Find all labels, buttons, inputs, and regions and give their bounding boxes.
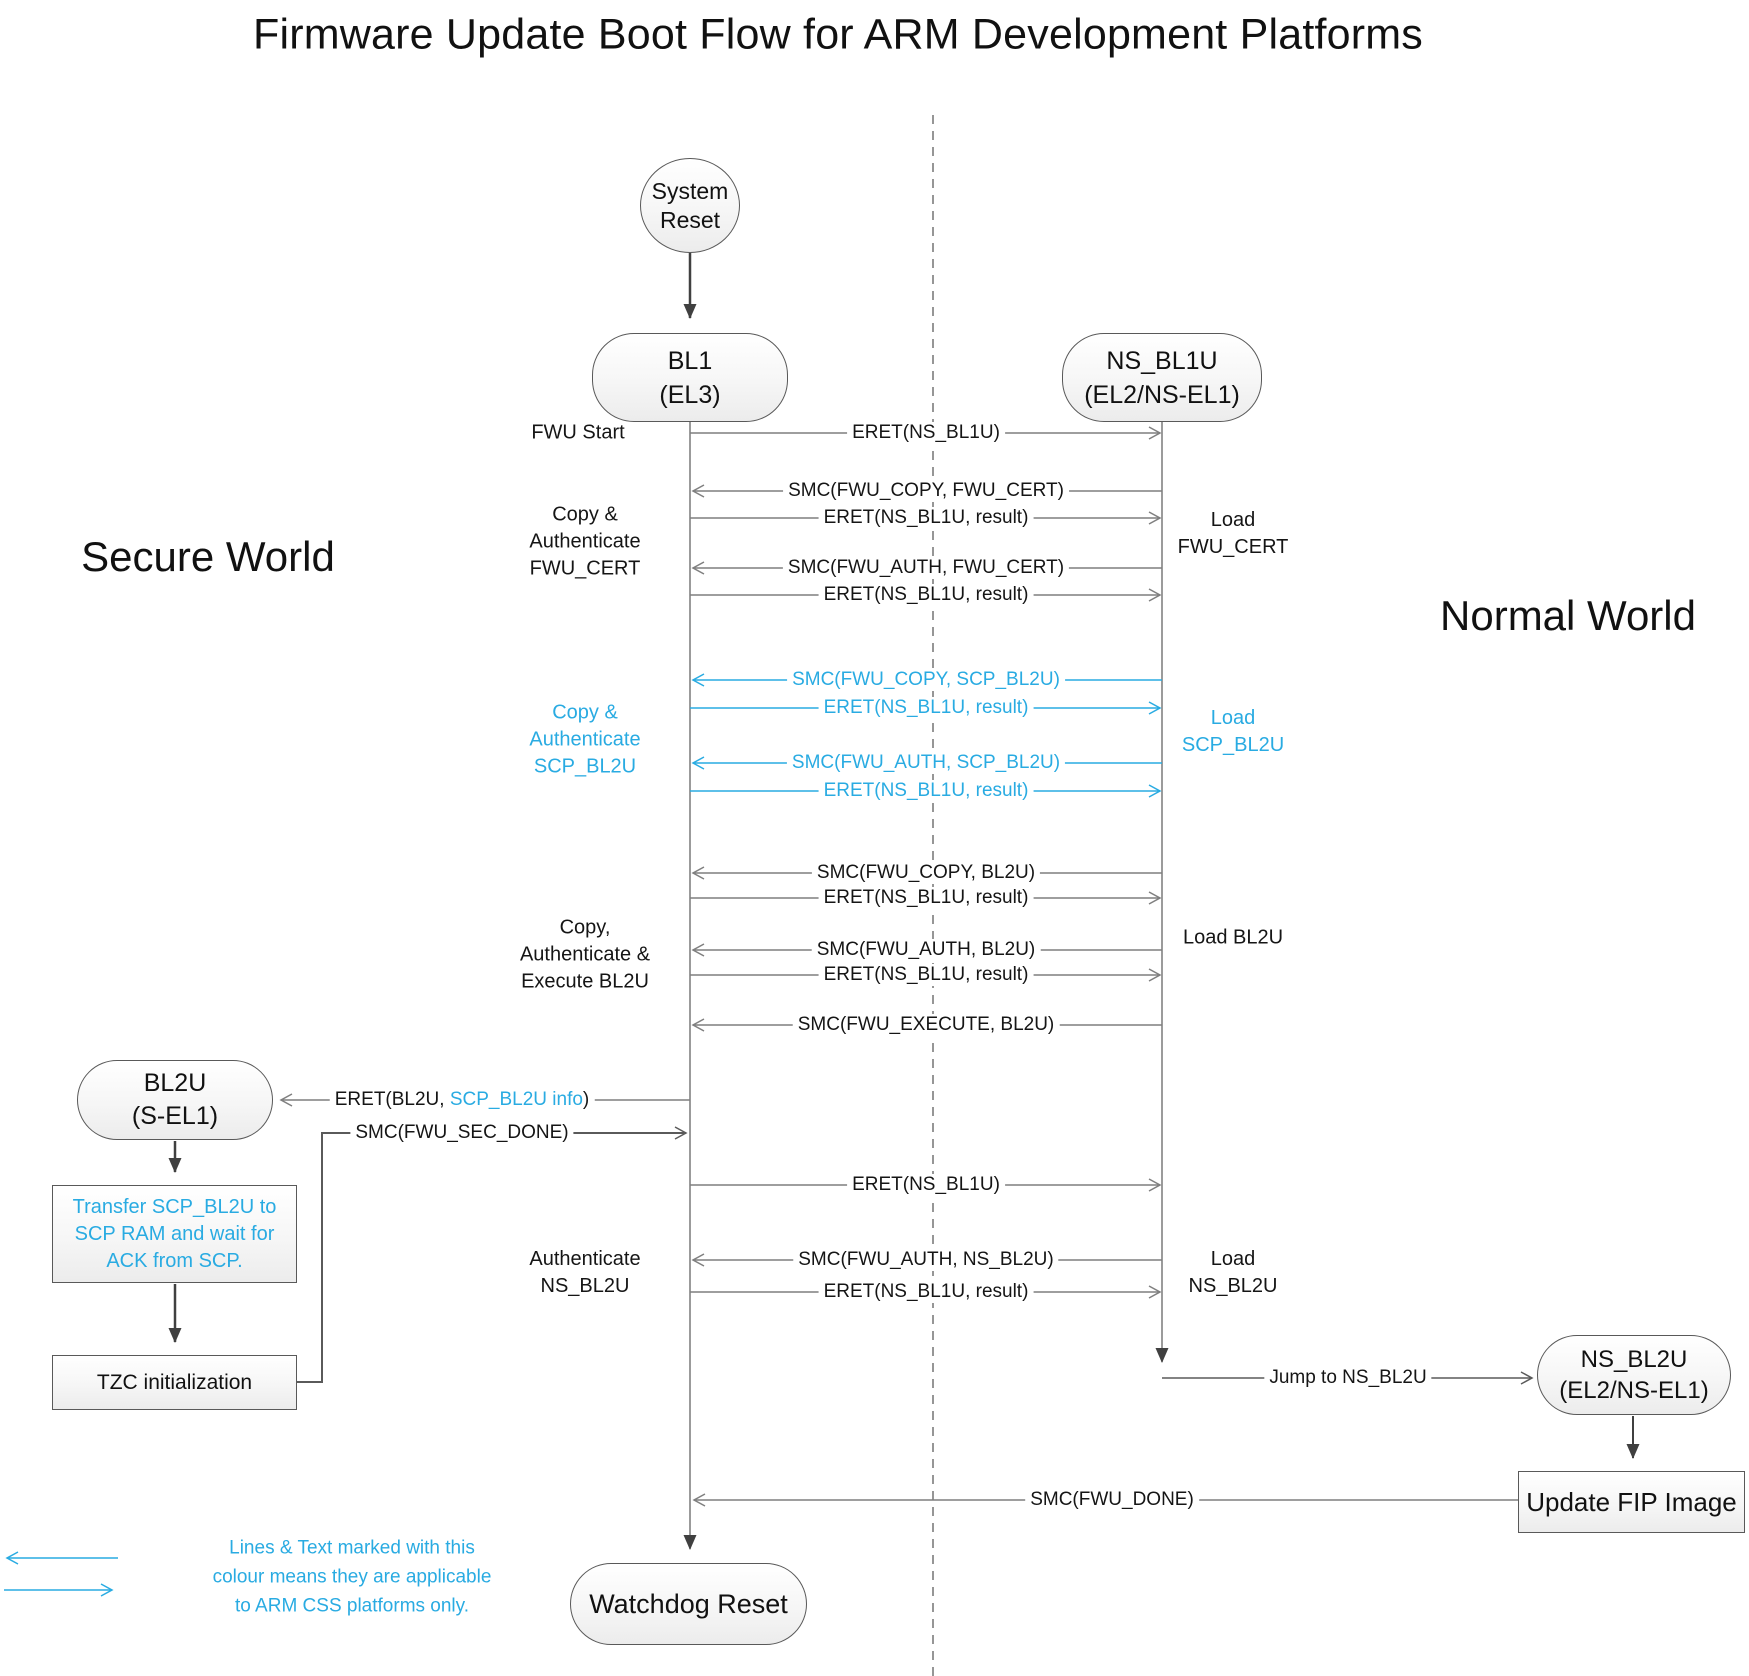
- label-load-ns-bl2u: Load NS_BL2U: [1189, 1246, 1278, 1300]
- node-tzc-initialization: TZC initialization: [52, 1355, 297, 1410]
- load-ns-bl2u-line2: NS_BL2U: [1188, 1275, 1278, 1297]
- transfer-scp-line1: Transfer SCP_BL2U to: [72, 1195, 277, 1218]
- bl1-line2: (EL3): [659, 380, 721, 409]
- bl2u-line2: (S-EL1): [131, 1102, 219, 1130]
- node-bl2u: BL2U (S-EL1): [77, 1060, 273, 1140]
- node-update-fip-image: Update FIP Image: [1518, 1471, 1745, 1533]
- secure-world-line1: Secure: [81, 533, 215, 580]
- msg-eret-result-6: ERET(NS_BL1U, result): [818, 964, 1034, 986]
- legend-line3: to ARM CSS platforms only.: [234, 1595, 470, 1617]
- load-scp-bl2u-line1: Load: [1210, 707, 1256, 729]
- label-copy-auth-fwu-cert: Copy & Authenticate FWU_CERT: [529, 502, 640, 583]
- msg-eret-result-4: ERET(NS_BL1U, result): [818, 780, 1034, 802]
- tzc-label: TZC initialization: [96, 1370, 253, 1394]
- bl1-line1: BL1: [667, 346, 713, 375]
- node-ns-bl1u: NS_BL1U (EL2/NS-EL1): [1062, 333, 1262, 422]
- ns-bl1u-line2: (EL2/NS-EL1): [1084, 380, 1240, 409]
- transfer-scp-line2: SCP RAM and wait for: [74, 1222, 275, 1245]
- eret-bl2u-suffix: ): [582, 1089, 590, 1110]
- eret-bl2u-highlight: SCP_BL2U info: [449, 1089, 583, 1110]
- lifelines: [683, 422, 1169, 1550]
- label-authenticate-ns-bl2u: Authenticate NS_BL2U: [529, 1246, 640, 1300]
- watchdog-label: Watchdog Reset: [589, 1588, 788, 1619]
- css-platforms-legend: Lines & Text marked with this colour mea…: [213, 1534, 492, 1621]
- legend-line2: colour means they are applicable: [212, 1566, 492, 1588]
- label-load-scp-bl2u: Load SCP_BL2U: [1182, 705, 1284, 759]
- transfer-scp-line3: ACK from SCP.: [106, 1249, 243, 1272]
- node-ns-bl2u: NS_BL2U (EL2/NS-EL1): [1537, 1335, 1731, 1415]
- system-reset-line2: Reset: [659, 206, 721, 233]
- copy-auth-scp-bl2u-line2: Authenticate: [529, 728, 641, 751]
- copy-auth-fwu-cert-line1: Copy &: [552, 503, 618, 526]
- load-fwu-cert-line2: FWU_CERT: [1177, 536, 1289, 558]
- msg-eret-result-3: ERET(NS_BL1U, result): [818, 697, 1034, 719]
- load-scp-bl2u-line2: SCP_BL2U: [1181, 734, 1285, 756]
- normal-world-label: Normal World: [1440, 592, 1696, 640]
- load-fwu-cert-line1: Load: [1210, 509, 1256, 531]
- secure-world-line2: World: [225, 533, 335, 580]
- normal-world-line1: Normal: [1440, 592, 1576, 639]
- msg-eret-ns-bl1u: ERET(NS_BL1U): [847, 422, 1005, 444]
- auth-ns-bl2u-line2: NS_BL2U: [540, 1275, 630, 1297]
- copy-auth-exec-bl2u-line3: Execute BL2U: [521, 970, 649, 993]
- update-fip-label: Update FIP Image: [1526, 1486, 1737, 1517]
- eret-bl2u-prefix: ERET(BL2U,: [334, 1089, 450, 1110]
- normal-world-line2: World: [1587, 592, 1696, 639]
- load-ns-bl2u-line1: Load: [1210, 1248, 1256, 1270]
- msg-eret-result-5: ERET(NS_BL1U, result): [818, 887, 1034, 909]
- msg-smc-fwu-copy-bl2u: SMC(FWU_COPY, BL2U): [811, 862, 1041, 884]
- label-copy-auth-scp-bl2u: Copy & Authenticate SCP_BL2U: [529, 700, 640, 781]
- copy-auth-exec-bl2u-line2: Authenticate &: [519, 943, 651, 966]
- msg-smc-fwu-auth-fwu-cert: SMC(FWU_AUTH, FWU_CERT): [782, 557, 1070, 579]
- msg-smc-fwu-copy-scp-bl2u: SMC(FWU_COPY, SCP_BL2U): [787, 669, 1065, 691]
- bl2u-line1: BL2U: [143, 1069, 207, 1097]
- msg-jump-to-ns-bl2u: Jump to NS_BL2U: [1264, 1367, 1432, 1389]
- msg-eret-result-1: ERET(NS_BL1U, result): [818, 507, 1034, 529]
- copy-auth-scp-bl2u-line1: Copy &: [552, 701, 618, 724]
- legend-arrow-samples: [4, 1551, 118, 1597]
- copy-auth-fwu-cert-line2: Authenticate: [529, 530, 641, 553]
- diagram-title: Firmware Update Boot Flow for ARM Develo…: [252, 10, 1424, 59]
- msg-eret-result-7: ERET(NS_BL1U, result): [818, 1281, 1034, 1303]
- label-fwu-start: FWU Start: [531, 421, 625, 444]
- system-reset-line1: System: [651, 177, 729, 204]
- msg-eret-result-2: ERET(NS_BL1U, result): [818, 584, 1034, 606]
- ns-bl2u-line1: NS_BL2U: [1580, 1346, 1688, 1373]
- ns-bl2u-line2: (EL2/NS-EL1): [1559, 1377, 1709, 1404]
- msg-smc-fwu-execute-bl2u: SMC(FWU_EXECUTE, BL2U): [792, 1014, 1060, 1036]
- node-bl1: BL1 (EL3): [592, 333, 788, 422]
- copy-auth-scp-bl2u-line3: SCP_BL2U: [533, 755, 637, 778]
- copy-auth-fwu-cert-line3: FWU_CERT: [529, 557, 641, 580]
- ns-bl1u-line1: NS_BL1U: [1106, 346, 1218, 375]
- msg-smc-fwu-auth-ns-bl2u: SMC(FWU_AUTH, NS_BL2U): [793, 1249, 1059, 1271]
- msg-smc-fwu-sec-done: SMC(FWU_SEC_DONE): [350, 1122, 574, 1144]
- msg-smc-fwu-auth-scp-bl2u: SMC(FWU_AUTH, SCP_BL2U): [786, 752, 1066, 774]
- node-watchdog-reset: Watchdog Reset: [570, 1563, 807, 1645]
- legend-line1: Lines & Text marked with this: [229, 1537, 475, 1559]
- label-load-bl2u: Load BL2U: [1182, 926, 1284, 949]
- msg-smc-fwu-copy-fwu-cert: SMC(FWU_COPY, FWU_CERT): [783, 480, 1069, 502]
- msg-smc-fwu-done: SMC(FWU_DONE): [1025, 1489, 1199, 1511]
- flow-arrows: [168, 253, 1640, 1459]
- msg-eret-ns-bl1u-2: ERET(NS_BL1U): [847, 1174, 1005, 1196]
- label-load-fwu-cert: Load FWU_CERT: [1178, 507, 1289, 561]
- node-transfer-scp-bl2u: Transfer SCP_BL2U to SCP RAM and wait fo…: [52, 1185, 297, 1283]
- msg-eret-bl2u-scp-info: ERET(BL2U, SCP_BL2U info): [329, 1089, 595, 1111]
- auth-ns-bl2u-line1: Authenticate: [529, 1248, 641, 1270]
- copy-auth-exec-bl2u-line1: Copy,: [559, 916, 611, 939]
- label-copy-auth-exec-bl2u: Copy, Authenticate & Execute BL2U: [520, 915, 650, 996]
- node-system-reset: System Reset: [640, 158, 740, 253]
- msg-smc-fwu-auth-bl2u: SMC(FWU_AUTH, BL2U): [811, 939, 1041, 961]
- secure-world-label: Secure World: [81, 533, 335, 581]
